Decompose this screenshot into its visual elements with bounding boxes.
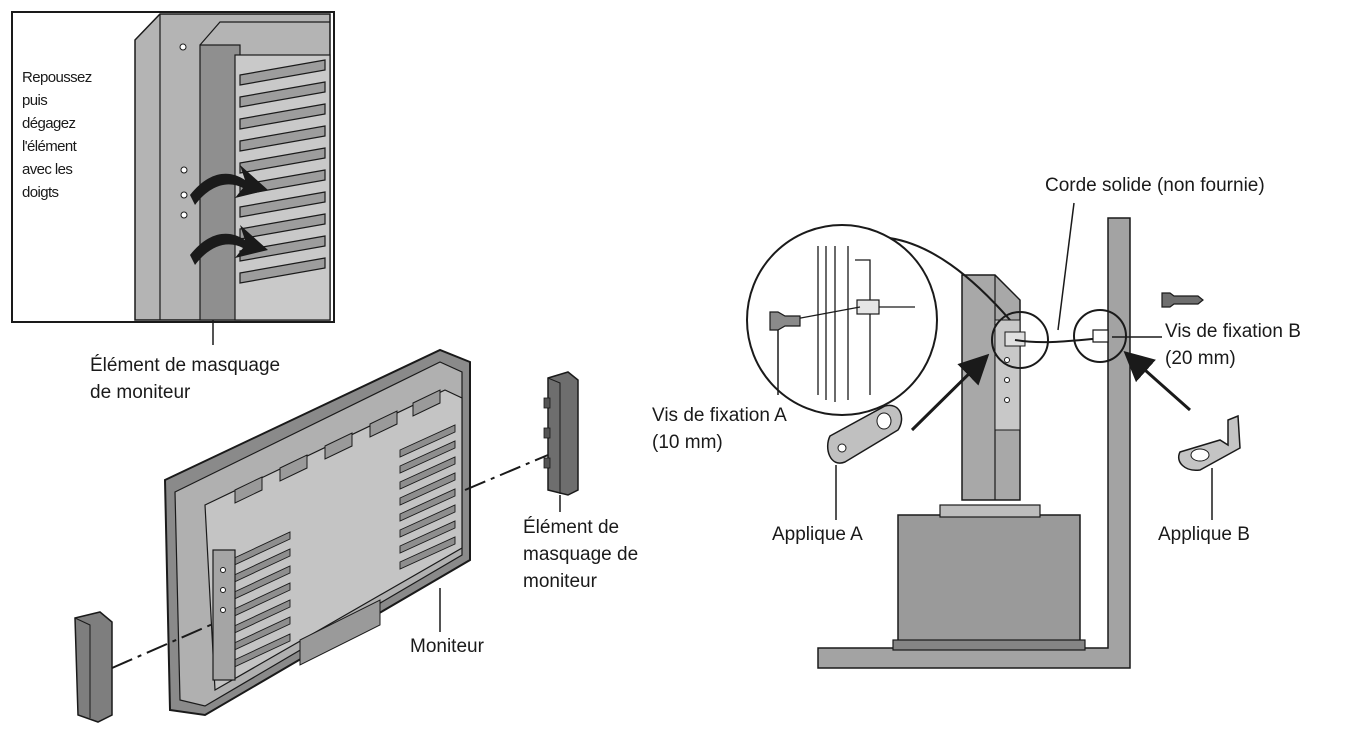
- label-vis-fixation-b: Vis de fixation B (20 mm): [1165, 321, 1301, 369]
- inset-vent-slats: [239, 59, 326, 284]
- alignment-line-left: [111, 622, 216, 669]
- masking-piece-right: [543, 371, 579, 496]
- screw-a-icon: [769, 311, 801, 331]
- bracket-b-icon: [1178, 414, 1241, 471]
- label-applique-a: Applique A: [772, 524, 863, 545]
- monitor-top-vents: [234, 389, 441, 504]
- rope: [1014, 337, 1106, 344]
- label-applique-b: Applique B: [1158, 524, 1250, 545]
- push-arrow-icon: [190, 165, 268, 205]
- label-element-masquage-side: Élément de masquage de moniteur: [523, 517, 639, 592]
- inset-instruction-text: Repoussez puis dégagez l'élément avec le…: [22, 66, 132, 204]
- magnifier-callout: [746, 224, 1049, 416]
- inset-note-line: puis: [22, 92, 48, 109]
- push-arrow-icon: [190, 225, 268, 265]
- label-corde-solide: Corde solide (non fournie): [1045, 175, 1265, 196]
- label-moniteur: Moniteur: [410, 636, 484, 657]
- bracket-a-icon: [826, 404, 903, 464]
- inset-note-line: l'élément: [22, 138, 77, 155]
- inset-note-line: avec les: [22, 161, 73, 178]
- screw-b-icon: [1161, 292, 1204, 308]
- inset-note-line: Repoussez: [22, 69, 92, 86]
- monitor-rear-view: [163, 348, 471, 717]
- wall-floor: [817, 217, 1131, 669]
- inset-note-line: doigts: [22, 184, 59, 201]
- label-element-masquage-inset: Élément de masquage de moniteur: [90, 355, 281, 403]
- monitor-side-vents: [229, 424, 456, 670]
- masking-piece-left: [74, 611, 113, 723]
- alignment-line-right: [464, 454, 549, 491]
- label-vis-fixation-a: Vis de fixation A (10 mm): [652, 405, 787, 453]
- monitor-side-view: [961, 274, 1026, 501]
- inset-detail-box: [11, 11, 335, 345]
- furniture-stand: [892, 504, 1086, 651]
- inset-note-line: dégagez: [22, 115, 76, 132]
